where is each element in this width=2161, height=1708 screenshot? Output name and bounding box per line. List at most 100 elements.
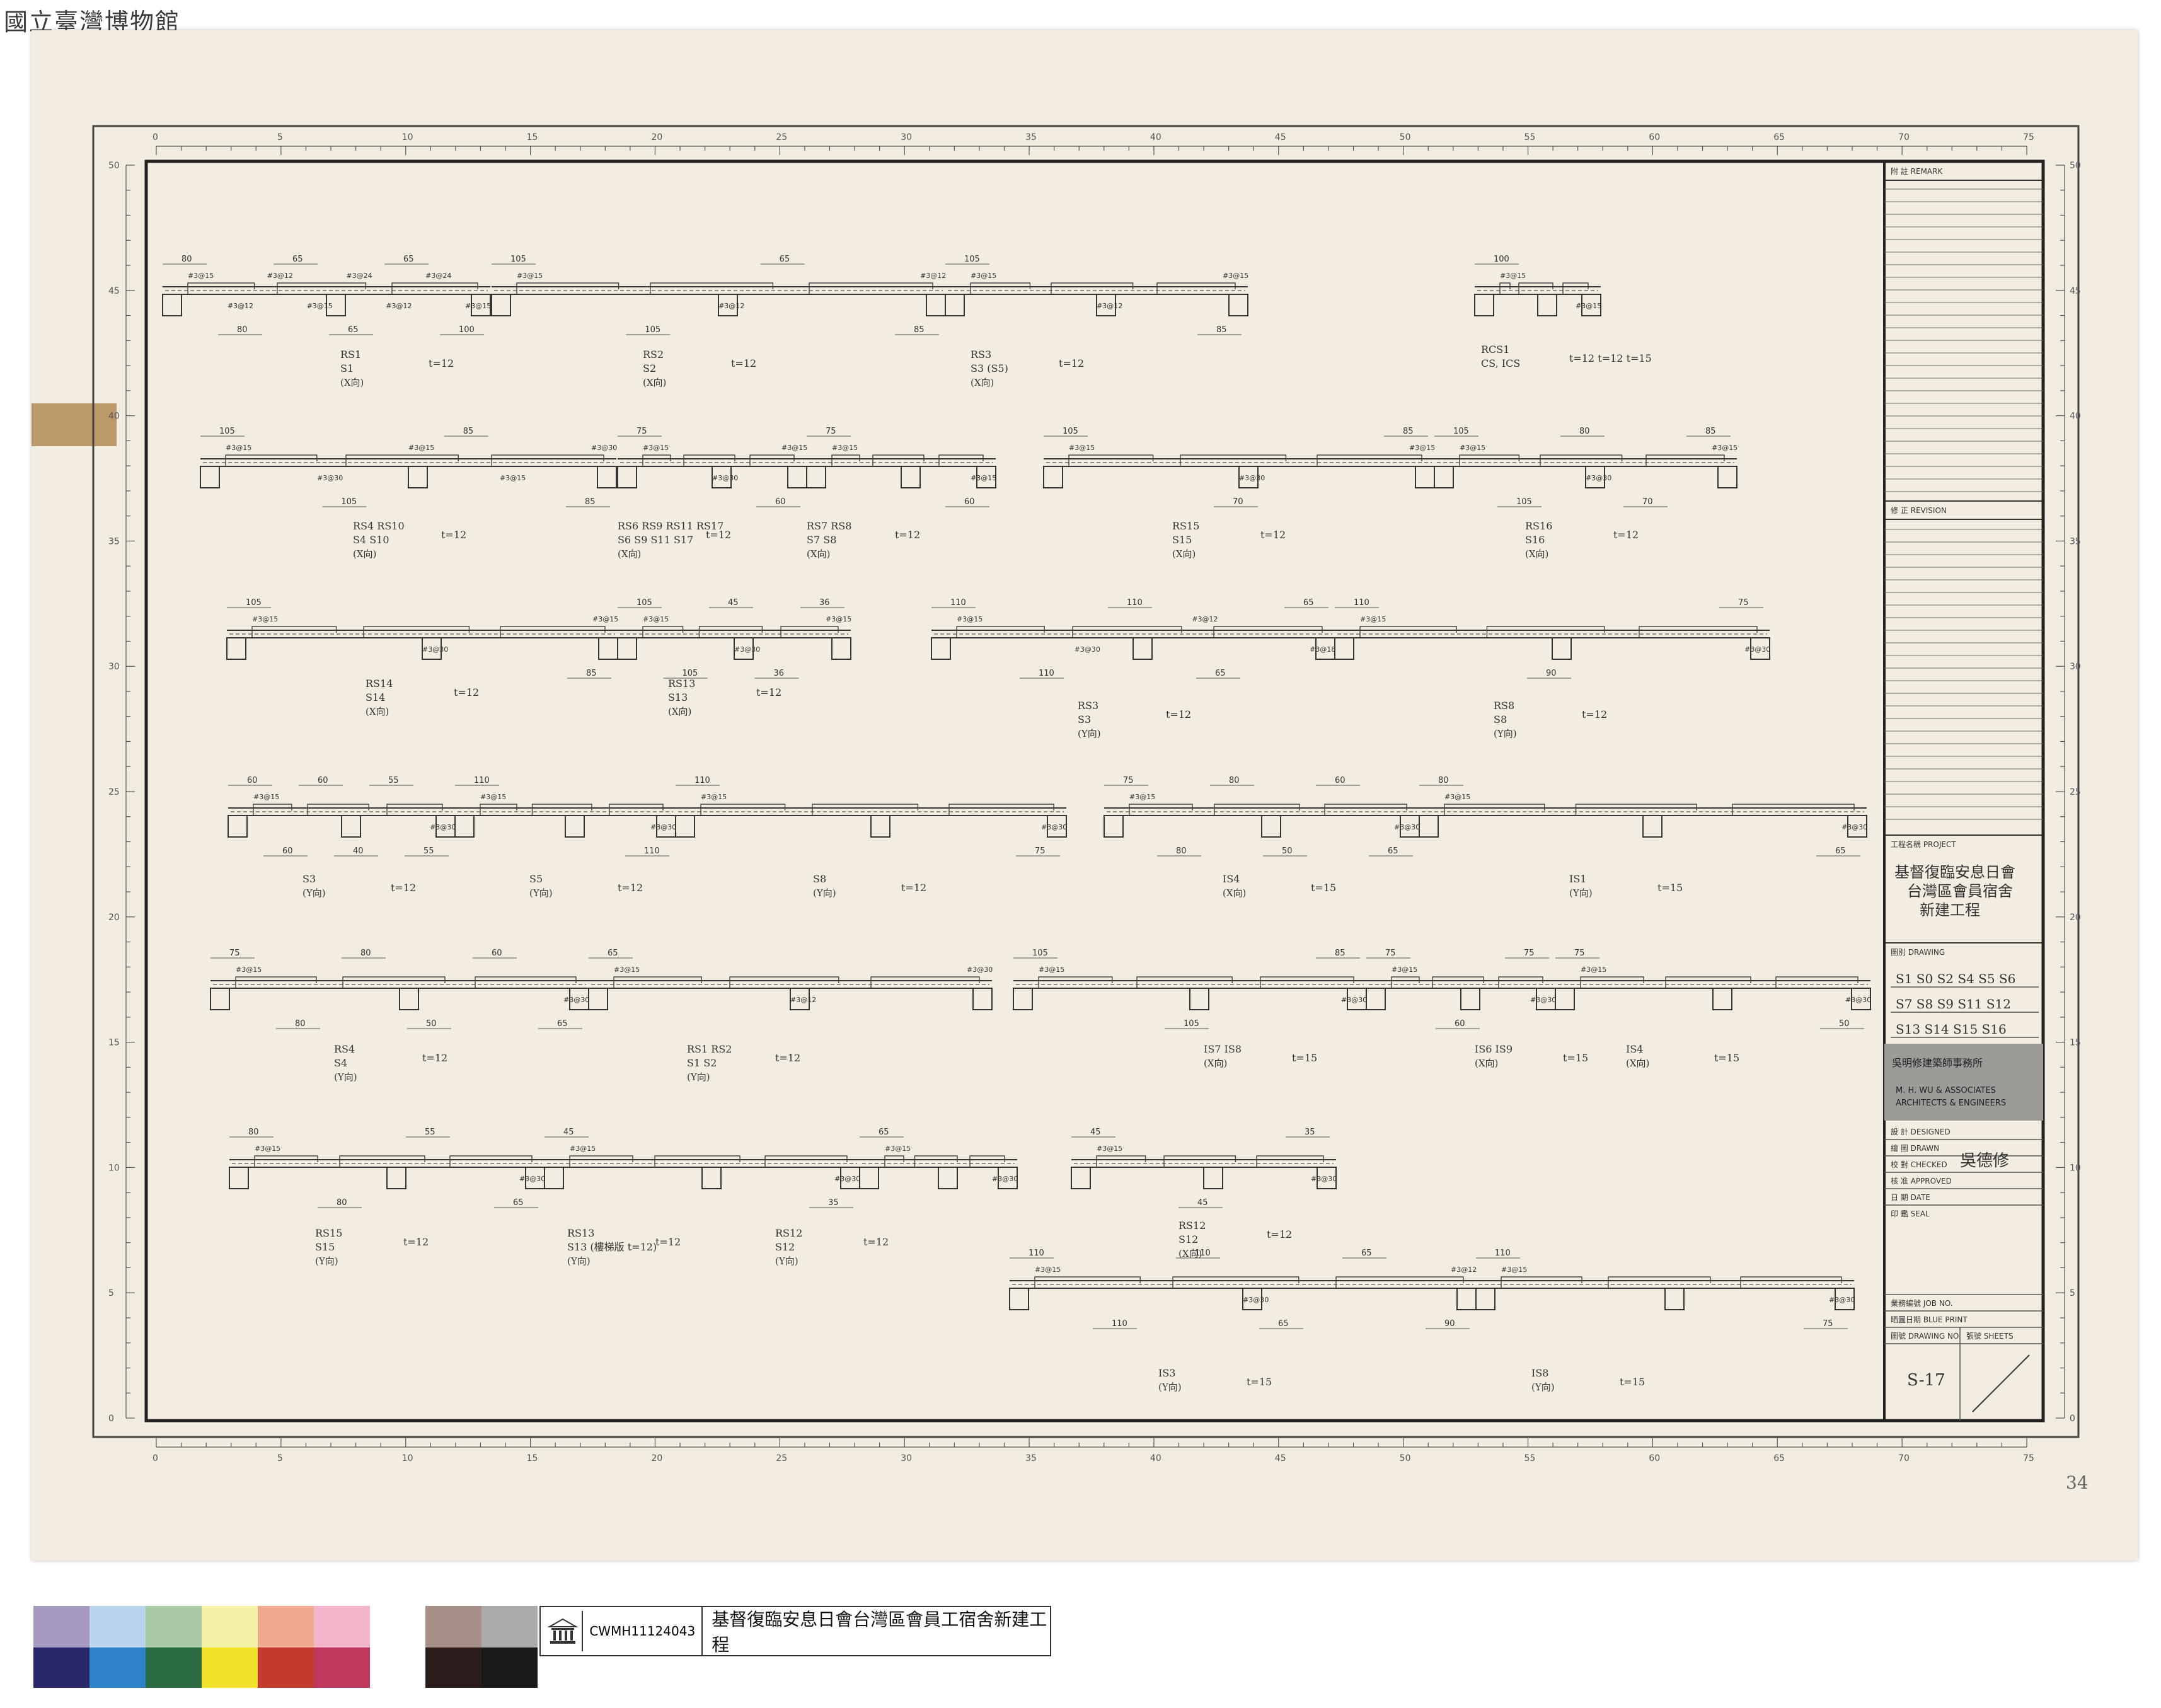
slab-name: IS4 <box>1223 873 1240 885</box>
slab-sub: CS, ICS <box>1481 357 1520 369</box>
slab-name: RS13 <box>567 1227 594 1239</box>
bar-callout: #3@15 <box>885 1145 911 1153</box>
slab-sub: S1 <box>340 362 354 374</box>
dim-value: 90 <box>1444 1319 1455 1329</box>
slab-direction: (X向) <box>618 548 641 560</box>
beam-drop <box>1712 988 1732 1010</box>
top-bar <box>1213 626 1323 638</box>
top-bar <box>1034 1276 1141 1288</box>
top-bar <box>1324 804 1407 816</box>
top-bar <box>1051 282 1134 294</box>
dim-value: 36 <box>819 598 830 608</box>
dim-value: 110 <box>950 598 966 608</box>
slab-sub: S7 S8 <box>807 534 836 546</box>
beam-drop <box>1434 466 1454 488</box>
dim-value: 110 <box>1495 1249 1511 1258</box>
project-name-line-3: 新建工程 <box>1920 901 1980 919</box>
beam-drop <box>1585 466 1605 488</box>
dim-value: 80 <box>248 1128 259 1137</box>
beam-drop <box>1071 1167 1091 1189</box>
bar-callout: #3@15 <box>570 1145 596 1153</box>
beam-drop <box>1555 988 1575 1010</box>
top-bar <box>809 282 933 294</box>
ruler-label: 40 <box>1150 132 1161 142</box>
bar-callout: #3@30 <box>734 645 760 654</box>
ruler-label: 30 <box>901 1453 912 1463</box>
bar-callout: #3@15 <box>253 793 279 801</box>
color-calibration-strip <box>33 1606 538 1690</box>
bar-callout: #3@15 <box>1501 1266 1527 1274</box>
top-bar <box>1518 282 1553 294</box>
sheets-slash <box>1972 1354 2030 1412</box>
slab-direction: (Y向) <box>567 1255 591 1267</box>
slab-thickness: t=12 <box>441 529 466 541</box>
dim-value: 65 <box>403 255 414 264</box>
dim-value: 85 <box>1403 427 1414 436</box>
slab-thickness: t=15 <box>1311 882 1336 894</box>
beam-drop <box>454 815 475 838</box>
bar-callout: #3@12 <box>1451 1266 1477 1274</box>
outer-frame <box>92 125 2080 1438</box>
bar-callout: #3@15 <box>1392 966 1417 974</box>
top-bar <box>1359 626 1457 638</box>
beam-drop <box>831 637 851 660</box>
bar-callout: #3@12 <box>718 302 744 310</box>
slab-thickness: t=12 <box>895 529 920 541</box>
beam-drop <box>945 294 965 316</box>
slab-name: RS16 <box>1525 520 1552 532</box>
bar-callout: #3@15 <box>614 966 640 974</box>
slab-direction: (X向) <box>971 377 994 388</box>
bar-callout: #3@24 <box>346 272 372 280</box>
ruler-label: 75 <box>2023 132 2034 142</box>
dim-value: 85 <box>586 669 597 678</box>
slab-thickness: t=12 <box>618 882 643 894</box>
dim-value: 65 <box>1278 1319 1289 1329</box>
bar-callout: #3@15 <box>307 302 333 310</box>
top-bar <box>764 1155 848 1167</box>
top-bar <box>1580 976 1644 988</box>
beam-drop <box>734 637 754 660</box>
top-bar <box>956 626 1045 638</box>
beam-drop <box>399 988 419 1010</box>
dim-value: 100 <box>1494 255 1509 264</box>
dim-value: 110 <box>694 776 710 785</box>
dim-value: 65 <box>1303 598 1314 608</box>
dim-value: 65 <box>292 255 303 264</box>
top-bar <box>969 1155 1005 1167</box>
bar-callout: #3@15 <box>971 474 996 482</box>
beam-drop <box>1750 637 1770 660</box>
ruler-label: 70 <box>1898 1453 1910 1463</box>
top-bar <box>449 1155 533 1167</box>
ruler-label: 25 <box>776 132 787 142</box>
ruler-label: 25 <box>108 787 120 797</box>
dim-value: 105 <box>637 598 652 608</box>
ruler-label: 5 <box>277 1453 283 1463</box>
slab-direction: (Y向) <box>529 887 553 899</box>
top-bar <box>812 804 919 816</box>
top-bar <box>1172 1276 1299 1288</box>
beam-drop <box>1104 815 1124 838</box>
ruler-label: 55 <box>1524 1453 1536 1463</box>
beam-drop <box>1132 637 1153 660</box>
top-bar <box>1459 454 1520 466</box>
beam-drop <box>341 815 361 838</box>
dim-value: 45 <box>1090 1128 1101 1137</box>
dim-value: 85 <box>1216 325 1227 335</box>
bar-callout: #3@15 <box>1223 272 1248 280</box>
blueprint-label: 晒圖日期 BLUE PRINT <box>1891 1315 1968 1324</box>
top-bar <box>1499 282 1511 294</box>
ruler-label: 10 <box>402 132 413 142</box>
beam-drop <box>998 1167 1018 1189</box>
slab-name: IS7 IS8 <box>1204 1043 1242 1055</box>
slab-direction: (X向) <box>1204 1058 1227 1069</box>
dim-value: 105 <box>1032 949 1048 958</box>
ruler-label: 35 <box>2070 536 2081 546</box>
dim-value: 100 <box>459 325 475 335</box>
top-bar <box>363 626 470 638</box>
slab-name: RS15 <box>1172 520 1199 532</box>
